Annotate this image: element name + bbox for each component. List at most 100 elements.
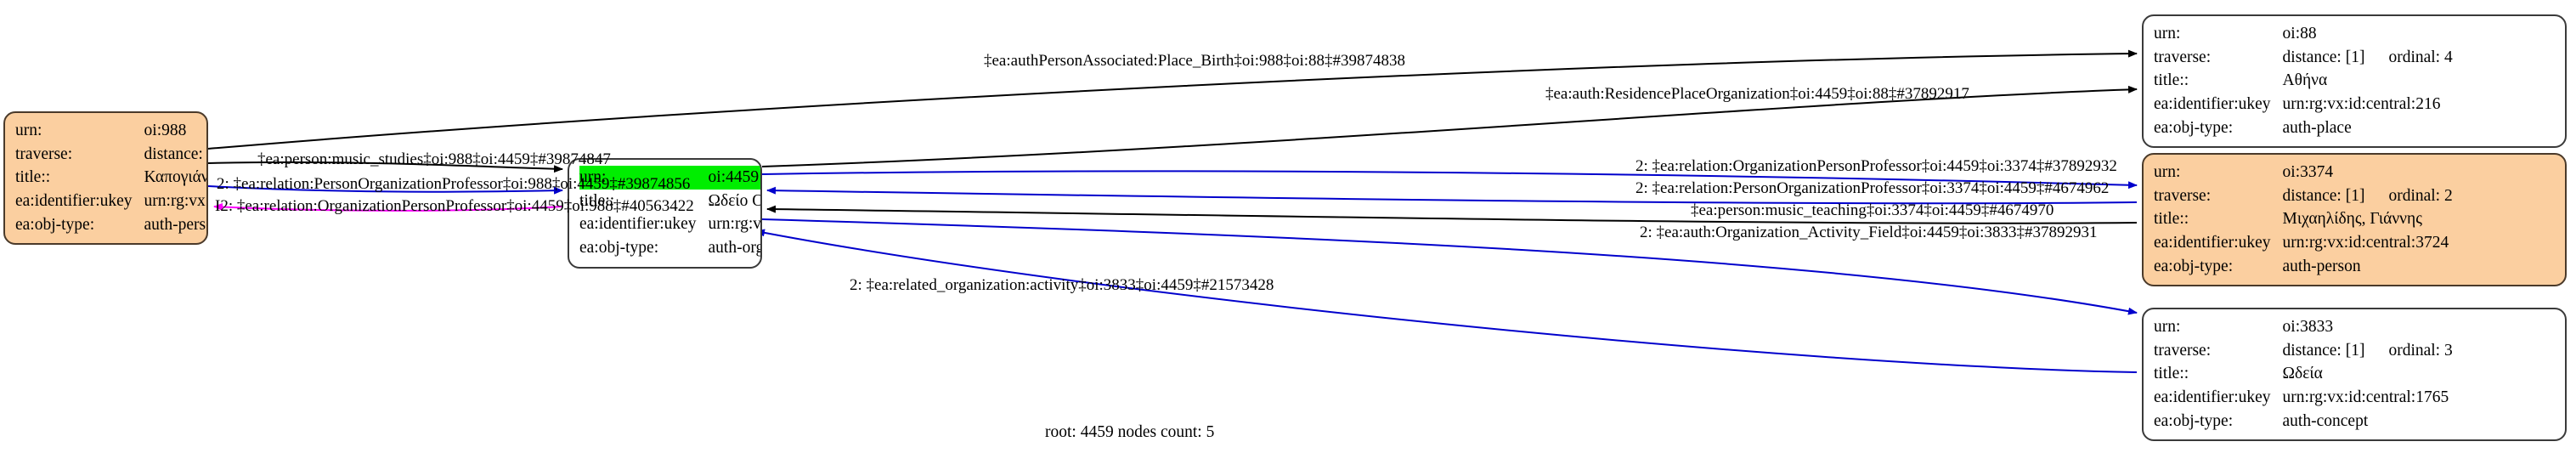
node-key: ea:identifier:ukey [579, 215, 697, 234]
node-key: title:: [579, 191, 615, 210]
node-value: distance: [1] [2282, 48, 2365, 66]
node-row: urn: oi:3833 [2154, 315, 2453, 339]
node-value: Μιχαηλίδης, Γιάννης [2282, 210, 2422, 229]
node-value: distance: [1] [2282, 186, 2365, 205]
node-value-extra [2366, 315, 2452, 339]
node-key: ea:obj-type: [579, 239, 659, 258]
node-value: Καπογιάννης, Παναγιώτης [144, 168, 208, 187]
node-row: traverse: distance: [1] ordinal: 1 [15, 143, 206, 167]
node-row: ea:identifier:ukey urn:rg:vx:id:central:… [2154, 93, 2453, 116]
node-key: urn: [2154, 318, 2181, 336]
node-attribute-table: urn: oi:3833 traverse: distance: [1] ord… [2154, 315, 2453, 433]
edge-path-e10 [755, 229, 2138, 373]
node-row: title:: Ωδεία [2154, 362, 2453, 386]
node-key: ea:identifier:ukey [2154, 388, 2271, 407]
node-value: urn:rg:vx:id:central:475 [144, 192, 206, 211]
node-value: urn:rg:vx:id:central:216 [2282, 95, 2441, 114]
edge-label-e5: I2: ‡ea:relation:OrganizationPersonProfe… [215, 197, 694, 215]
node-value: urn:rg:vx:id:central:467 [708, 215, 762, 234]
node-attribute-table: urn: oi:88 traverse: distance: [1] ordin… [2154, 22, 2453, 139]
edge-label-e4: 2: ‡ea:relation:PersonOrganizationProfes… [217, 175, 691, 193]
node-value: oi:3374 [2282, 163, 2334, 181]
graph-node-oi988[interactable]: urn: oi:988 traverse: distance: [1] ordi… [3, 111, 208, 246]
node-row: ea:obj-type: auth-organization [579, 236, 762, 260]
edge-label-e2: ‡ea:auth:ResidencePlaceOrganization‡oi:4… [1545, 85, 1969, 103]
node-value-extra [2366, 161, 2452, 184]
node-key: ea:obj-type: [2154, 257, 2234, 275]
edge-label-e6: 2: ‡ea:relation:OrganizationPersonProfes… [1635, 157, 2117, 175]
graph-node-oi3833[interactable]: urn: oi:3833 traverse: distance: [1] ord… [2142, 308, 2567, 442]
node-key: ea:obj-type: [2154, 118, 2234, 137]
graph-caption: root: 4459 nodes count: 5 [1045, 423, 1215, 441]
node-row: traverse: distance: [1] ordinal: 2 [2154, 184, 2453, 208]
node-value: auth-person [2282, 257, 2361, 275]
node-key: ea:identifier:ukey [2154, 95, 2271, 114]
node-value: distance: [1] [2282, 341, 2365, 360]
node-key: ea:obj-type: [2154, 411, 2234, 430]
node-row: traverse: distance: [1] ordinal: 4 [2154, 46, 2453, 70]
node-value-extra: ordinal: 2 [2388, 186, 2453, 205]
node-value: oi:88 [2282, 25, 2317, 42]
node-value: Αθήνα [2282, 71, 2328, 90]
node-value: oi:4459 [708, 166, 760, 190]
node-row: ea:identifier:ukey urn:rg:vx:id:central:… [2154, 231, 2453, 255]
node-row: urn: oi:4459 [579, 166, 760, 190]
node-row: title:: Καπογιάννης, Παναγιώτης [15, 166, 208, 190]
node-row: urn: oi:88 [2154, 22, 2453, 46]
node-key: urn: [2154, 25, 2181, 42]
node-key: urn: [15, 122, 42, 139]
node-key: traverse: [2154, 48, 2212, 66]
node-attribute-table: urn: oi:988 traverse: distance: [1] ordi… [15, 119, 208, 237]
node-key: traverse: [15, 144, 73, 163]
edge-label-e7: 2: ‡ea:relation:PersonOrganizationProfes… [1635, 179, 2110, 197]
node-row: traverse: distance: [1] ordinal: 3 [2154, 339, 2453, 363]
node-attribute-table: urn: oi:3374 traverse: distance: [1] ord… [2154, 161, 2453, 278]
edge-label-e10: 2: ‡ea:related_organization:activity‡oi:… [850, 276, 1274, 294]
node-attribute-table: urn: oi:4459 title:: Ωδείο Ορφείο Αθηνών… [579, 166, 762, 260]
node-key: title:: [2154, 365, 2189, 383]
node-key: ea:identifier:ukey [2154, 234, 2271, 252]
graph-node-oi3374[interactable]: urn: oi:3374 traverse: distance: [1] ord… [2142, 153, 2567, 287]
node-key: title:: [2154, 210, 2189, 229]
node-value: Ωδεία [2282, 365, 2323, 383]
node-value: oi:3833 [2282, 318, 2334, 336]
node-value: urn:rg:vx:id:central:1765 [2282, 388, 2449, 407]
node-value: Ωδείο Ορφείο Αθηνών [708, 191, 760, 210]
edge-label-e9: 2: ‡ea:auth:Organization_Activity_Field‡… [1640, 224, 2098, 241]
node-row: ea:identifier:ukey urn:rg:vx:id:central:… [579, 212, 762, 236]
node-value-extra: ordinal: 4 [2388, 48, 2453, 66]
node-value-extra: ordinal: 3 [2388, 341, 2453, 360]
node-row: ea:obj-type: auth-concept [2154, 410, 2453, 433]
node-value: auth-concept [2282, 411, 2369, 430]
node-row: ea:obj-type: auth-place [2154, 116, 2453, 140]
edge-label-e8: ‡ea:person:music_teaching‡oi:3374‡oi:445… [1691, 201, 2054, 219]
node-key: urn: [2154, 163, 2181, 181]
node-key: ea:obj-type: [15, 215, 95, 234]
node-row: urn: oi:988 [15, 119, 206, 143]
node-key: urn: [579, 166, 709, 190]
node-row: ea:obj-type: auth-person [15, 213, 206, 237]
node-value: urn:rg:vx:id:central:3724 [2282, 234, 2449, 252]
node-value: auth-organization [708, 239, 762, 258]
node-value: auth-place [2282, 118, 2352, 137]
node-key: traverse: [2154, 341, 2212, 360]
graph-node-oi88[interactable]: urn: oi:88 traverse: distance: [1] ordin… [2142, 14, 2567, 149]
node-key: title:: [2154, 71, 2189, 90]
node-key: traverse: [2154, 186, 2212, 205]
node-value: oi:988 [144, 122, 187, 139]
node-value: distance: [1] [144, 144, 206, 163]
node-value-extra [2366, 22, 2452, 46]
node-row: title:: Αθήνα [2154, 69, 2453, 93]
node-key: ea:identifier:ukey [15, 192, 133, 211]
edge-label-e3: ‡ea:person:music_studies‡oi:988‡oi:4459‡… [257, 150, 611, 168]
node-row: ea:identifier:ukey urn:rg:vx:id:central:… [15, 190, 206, 213]
node-row: title:: Μιχαηλίδης, Γιάννης [2154, 207, 2453, 231]
node-row: ea:identifier:ukey urn:rg:vx:id:central:… [2154, 386, 2453, 410]
node-value: auth-person [144, 215, 206, 234]
node-row: urn: oi:3374 [2154, 161, 2453, 184]
edge-label-e1: ‡ea:authPersonAssociated:Place_Birth‡oi:… [984, 52, 1406, 70]
graph-node-oi4459[interactable]: urn: oi:4459 title:: Ωδείο Ορφείο Αθηνών… [568, 158, 762, 269]
node-row: ea:obj-type: auth-person [2154, 255, 2453, 279]
node-key: title:: [15, 168, 51, 187]
